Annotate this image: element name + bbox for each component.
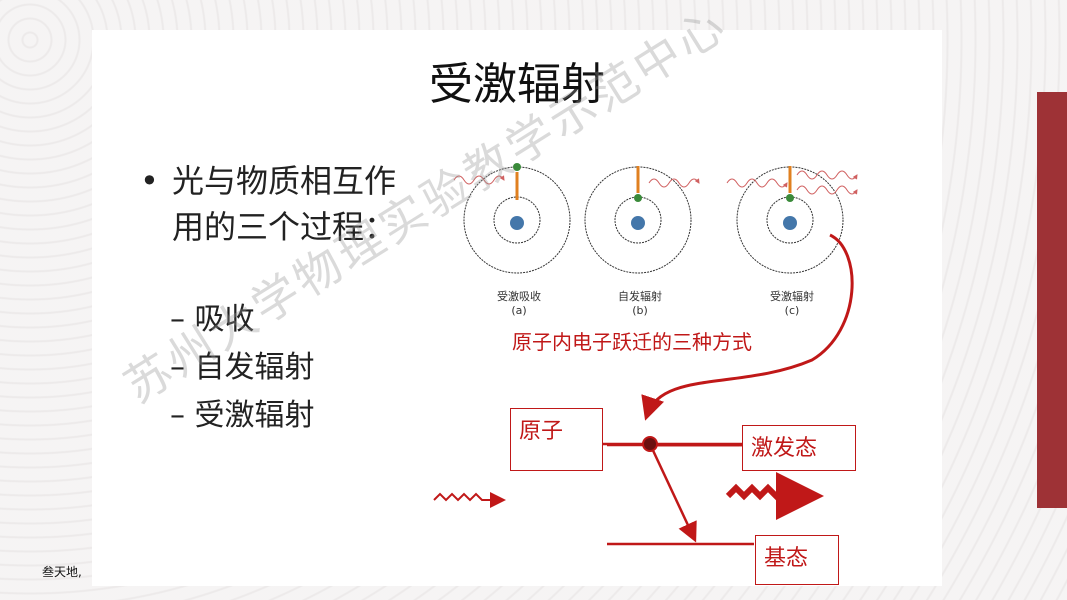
transition-arrow — [648, 443, 697, 543]
sub-list: – 吸收 – 自发辐射 – 受激辐射 — [170, 296, 315, 440]
excited-state-box: 激发态 — [742, 425, 856, 471]
atom-diagram — [433, 163, 858, 546]
slide-title: 受激辐射 — [429, 59, 605, 110]
atom-a — [453, 163, 571, 274]
electron-dot — [642, 436, 658, 452]
emitted-photon-icon — [725, 472, 824, 520]
accent-bar — [1037, 92, 1067, 508]
slide: 受激辐射 •光与物质相互作用的三个过程： – 吸收 – 自发辐射 – 受激辐射 — [92, 30, 942, 586]
caption-b: 自发辐射(b) — [618, 290, 662, 317]
incident-photon-icon — [433, 492, 506, 508]
bullet-item: •光与物质相互作用的三个过程： — [140, 158, 400, 250]
ground-state-box: 基态 — [755, 535, 839, 585]
diagram-heading: 原子内电子跃迁的三种方式 — [512, 330, 752, 354]
atom-box: 原子 — [510, 408, 603, 471]
curved-arrow — [641, 233, 854, 421]
caption-a: 受激吸收(a) — [497, 290, 541, 317]
sub-item-stimulated: – 受激辐射 — [170, 398, 315, 433]
atom-c — [726, 166, 858, 274]
caption-c: 受激辐射(c) — [770, 290, 814, 317]
atom-b — [584, 166, 700, 274]
sub-item-absorption: – 吸收 — [170, 302, 255, 337]
nucleus-icon — [510, 216, 524, 230]
sub-item-spontaneous: – 自发辐射 — [170, 350, 315, 385]
electron-icon — [513, 163, 521, 171]
bullet-dot: • — [140, 162, 159, 200]
footer-text: 叁天地, — [42, 565, 82, 579]
